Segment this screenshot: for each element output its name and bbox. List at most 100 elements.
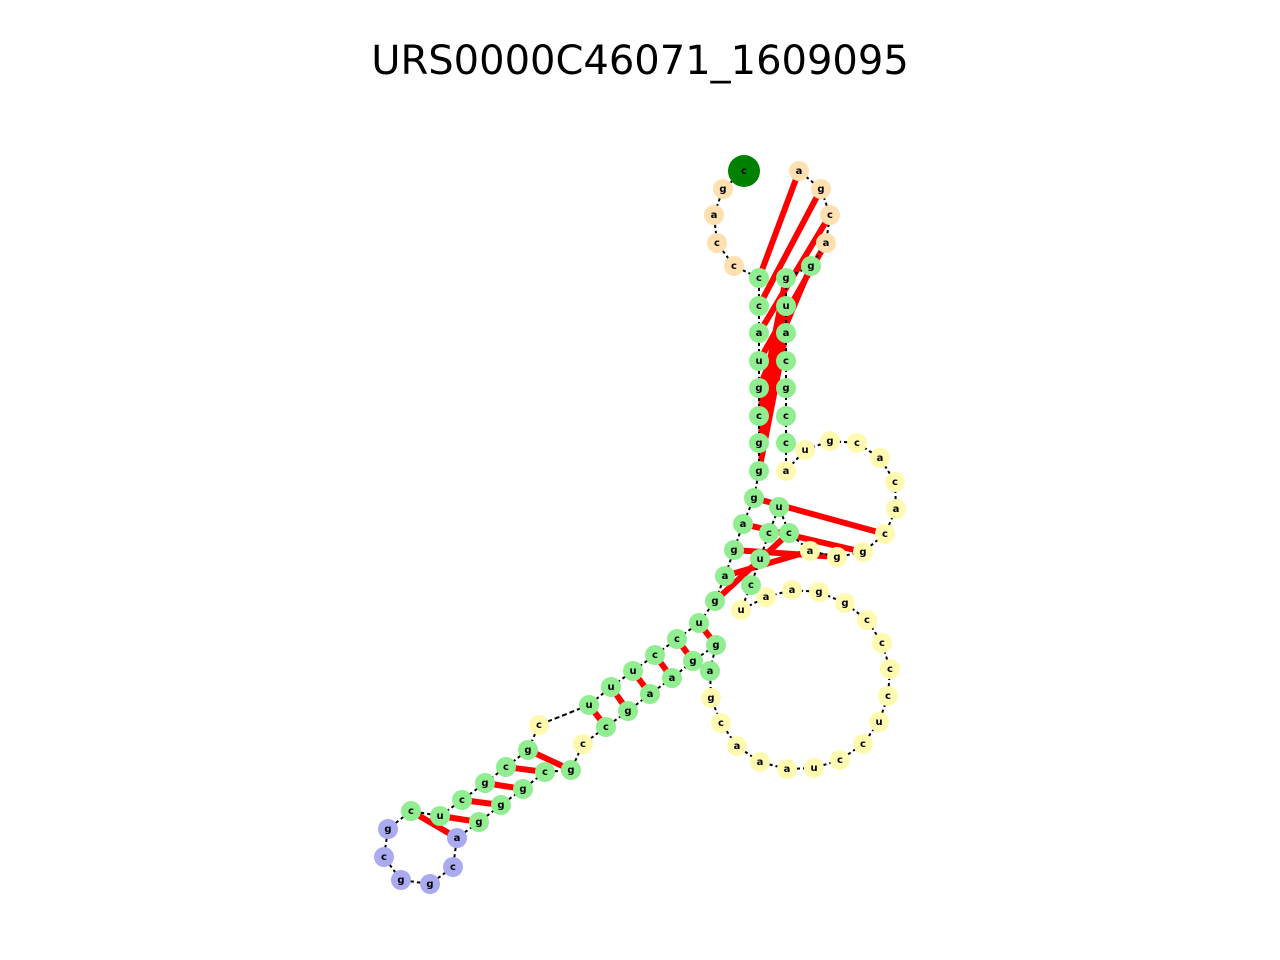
nucleotide-label: g [817,184,824,195]
nucleotide-label: g [730,545,737,556]
nucleotide-label: g [755,383,762,394]
nucleotide-stem: c [779,523,799,543]
nucleotide-label: g [815,587,822,598]
nucleotide-label: c [459,795,465,806]
nucleotide-label: u [775,502,782,513]
nucleotide-stem: u [689,613,709,633]
nucleotide-circle [782,580,802,600]
nucleotide-stem: a [733,514,753,534]
nucleotide-interior_loop: u [795,440,815,460]
nucleotide-circle [875,524,895,544]
nucleotide-circle [789,161,809,181]
nucleotide-label: a [783,466,790,477]
nucleotide-interior_loop: u [731,600,751,620]
nucleotide-label: c [756,411,762,422]
nucleotide-label: c [718,718,724,729]
nucleotide-interior_loop: c [857,610,877,630]
nucleotide-circle [596,717,616,737]
nucleotide-stem: a [776,323,796,343]
nucleotide-circle [869,712,889,732]
nucleotide-circle [776,351,796,371]
nucleotide-circle [744,488,764,508]
nucleotide-circle [733,514,753,534]
nucleotide-exterior: a [789,161,809,181]
nucleotide-label: g [481,778,488,789]
nucleotide-interior_loop: u [804,758,824,778]
nucleotide-stem: g [724,540,744,560]
nucleotide-label: u [629,666,636,677]
nucleotide-stem: g [469,812,489,832]
nucleotide-interior_loop: g [827,547,847,567]
nucleotide-interior_loop: a [727,736,747,756]
nucleotide-stem: c [645,645,665,665]
nucleotide-exterior: c [724,256,744,276]
nucleotide-stem: u [430,806,450,826]
base-pair-bond [756,187,824,308]
nucleotide-interior_loop: g [820,431,840,451]
nucleotide-exterior: c [707,233,727,253]
nucleotide-circle [430,806,450,826]
nucleotide-circle [529,715,549,735]
nucleotide-label: c [766,528,772,539]
nucleotide-label: c [748,580,754,591]
base-pair-bond [733,547,838,560]
nucleotide-interior_loop: a [886,499,906,519]
nucleotide-stem: g [749,378,769,398]
nucleotide-label: g [397,875,404,886]
base-pair-bond [756,169,802,280]
nucleotide-stem: g [706,635,726,655]
nucleotide-stem: c [749,268,769,288]
nucleotide-label: c [860,739,866,750]
nucleotide-label: u [585,700,592,711]
nucleotide-stem: g [618,701,638,721]
nucleotide-stem: a [749,323,769,343]
nucleotide-exterior: a [816,233,836,253]
nucleotide-circle [809,582,829,602]
nucleotide-interior_loop: c [853,734,873,754]
nucleotide-circle [374,847,394,867]
nucleotide-label: a [807,546,814,557]
nucleotide-circle [420,874,440,894]
nucleotide-interior_loop: g [701,688,721,708]
nucleotide-label: a [711,210,718,221]
nucleotide-circle [491,795,511,815]
nucleotide-circle [835,593,855,613]
nucleotide-circle [662,668,682,688]
nucleotide-label: g [807,261,814,272]
nucleotide-stem: a [640,684,660,704]
nucleotide-stem: u [623,661,643,681]
nucleotide-circle [496,757,516,777]
nucleotide-circle [759,523,779,543]
nucleotide-label: c [756,301,762,312]
nucleotide-label: g [841,598,848,609]
nucleotide-interior_loop: a [756,587,776,607]
nucleotide-stem: g [518,740,538,760]
nucleotide-stem: u [601,677,621,697]
nucleotide-stem: g [491,795,511,815]
nucleotide-circle [749,268,769,288]
nucleotide-circle [640,684,660,704]
nucleotide-stem: g [513,779,533,799]
nucleotide-interior_loop: c [529,715,549,735]
nucleotide-circle [776,268,796,288]
nucleotide-circle [847,433,867,453]
nucleotide-label: g [519,784,526,795]
nucleotide-circle [475,773,495,793]
nucleotide-stem: c [776,406,796,426]
nucleotide-label: g [426,879,433,890]
nucleotide-label: c [408,806,414,817]
nucleotide-circle [811,179,831,199]
nucleotide-label: c [674,634,680,645]
nucleotide-circle [452,790,472,810]
nucleotide-interior_loop: a [750,752,770,772]
nucleotide-label: c [714,238,720,249]
nucleotide-label: g [475,817,482,828]
nucleotide-interior_loop: c [878,686,898,706]
nucleotide-stem: a [700,661,720,681]
nucleotide-circle [750,752,770,772]
nucleotide-label: a [722,571,729,582]
nucleotide-circle [776,461,796,481]
nucleotide-label: u [737,605,744,616]
nucleotide-circle [689,613,709,633]
